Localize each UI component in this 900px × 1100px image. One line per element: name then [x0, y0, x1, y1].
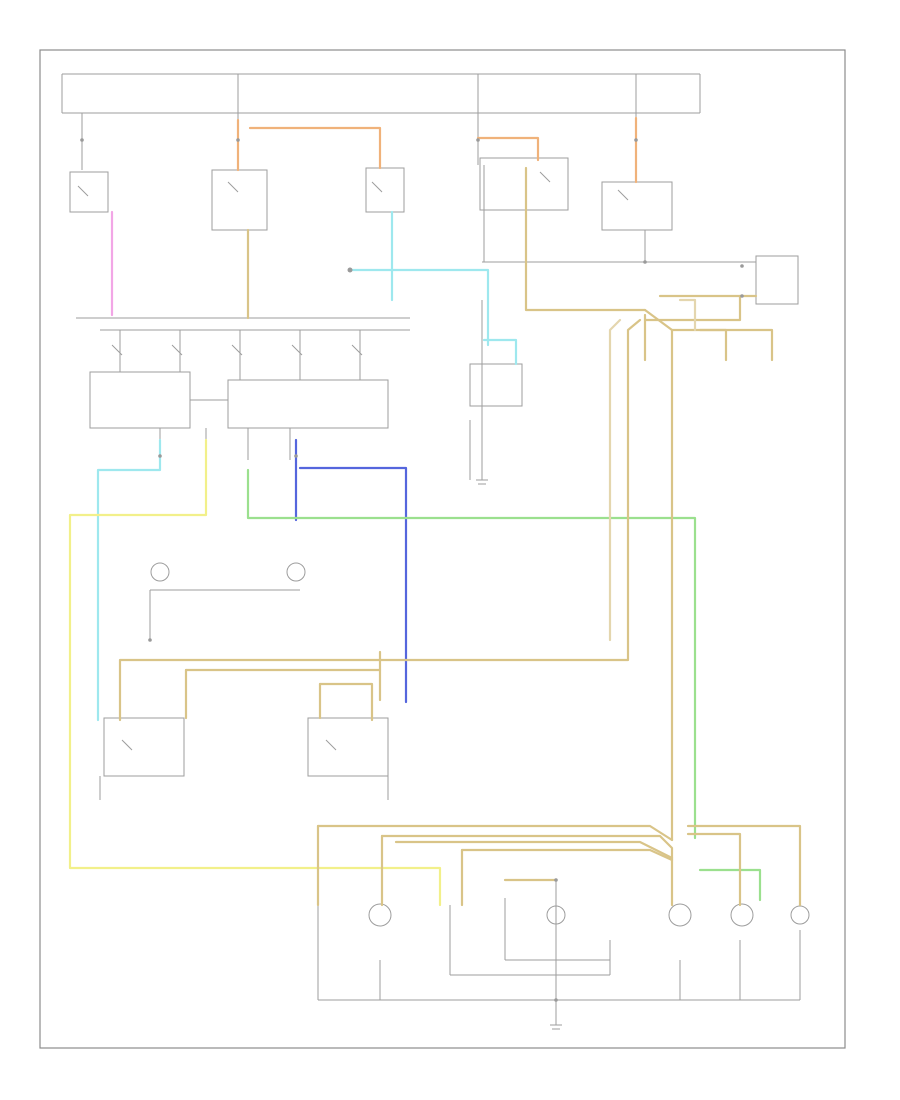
lamp-icon — [150, 562, 170, 582]
diagram-frame — [39, 49, 846, 1049]
flasher-column — [469, 300, 523, 480]
wire-orange — [236, 116, 638, 184]
wire-beige — [608, 298, 697, 642]
switch-icon — [77, 171, 629, 751]
lamp-icon — [790, 905, 810, 925]
lamp-icon — [368, 903, 392, 927]
wire-yellow — [68, 438, 442, 907]
wire-tan — [118, 166, 802, 907]
wire-green — [246, 468, 762, 902]
bottom-lamps — [317, 880, 810, 1025]
lamp-icon — [730, 903, 754, 927]
upper-switches — [69, 157, 799, 305]
ground-icon — [476, 479, 562, 1030]
wire-light-blue — [96, 210, 518, 722]
mid-lamps — [149, 562, 306, 640]
lamp-icon — [546, 905, 566, 925]
turn-switch-blocks — [99, 717, 389, 800]
lamp-icon — [668, 903, 692, 927]
headlamp-switch — [76, 317, 410, 460]
lamp-icon — [286, 562, 306, 582]
connector-icon — [80, 138, 744, 1002]
wire-dark-blue — [294, 438, 408, 704]
